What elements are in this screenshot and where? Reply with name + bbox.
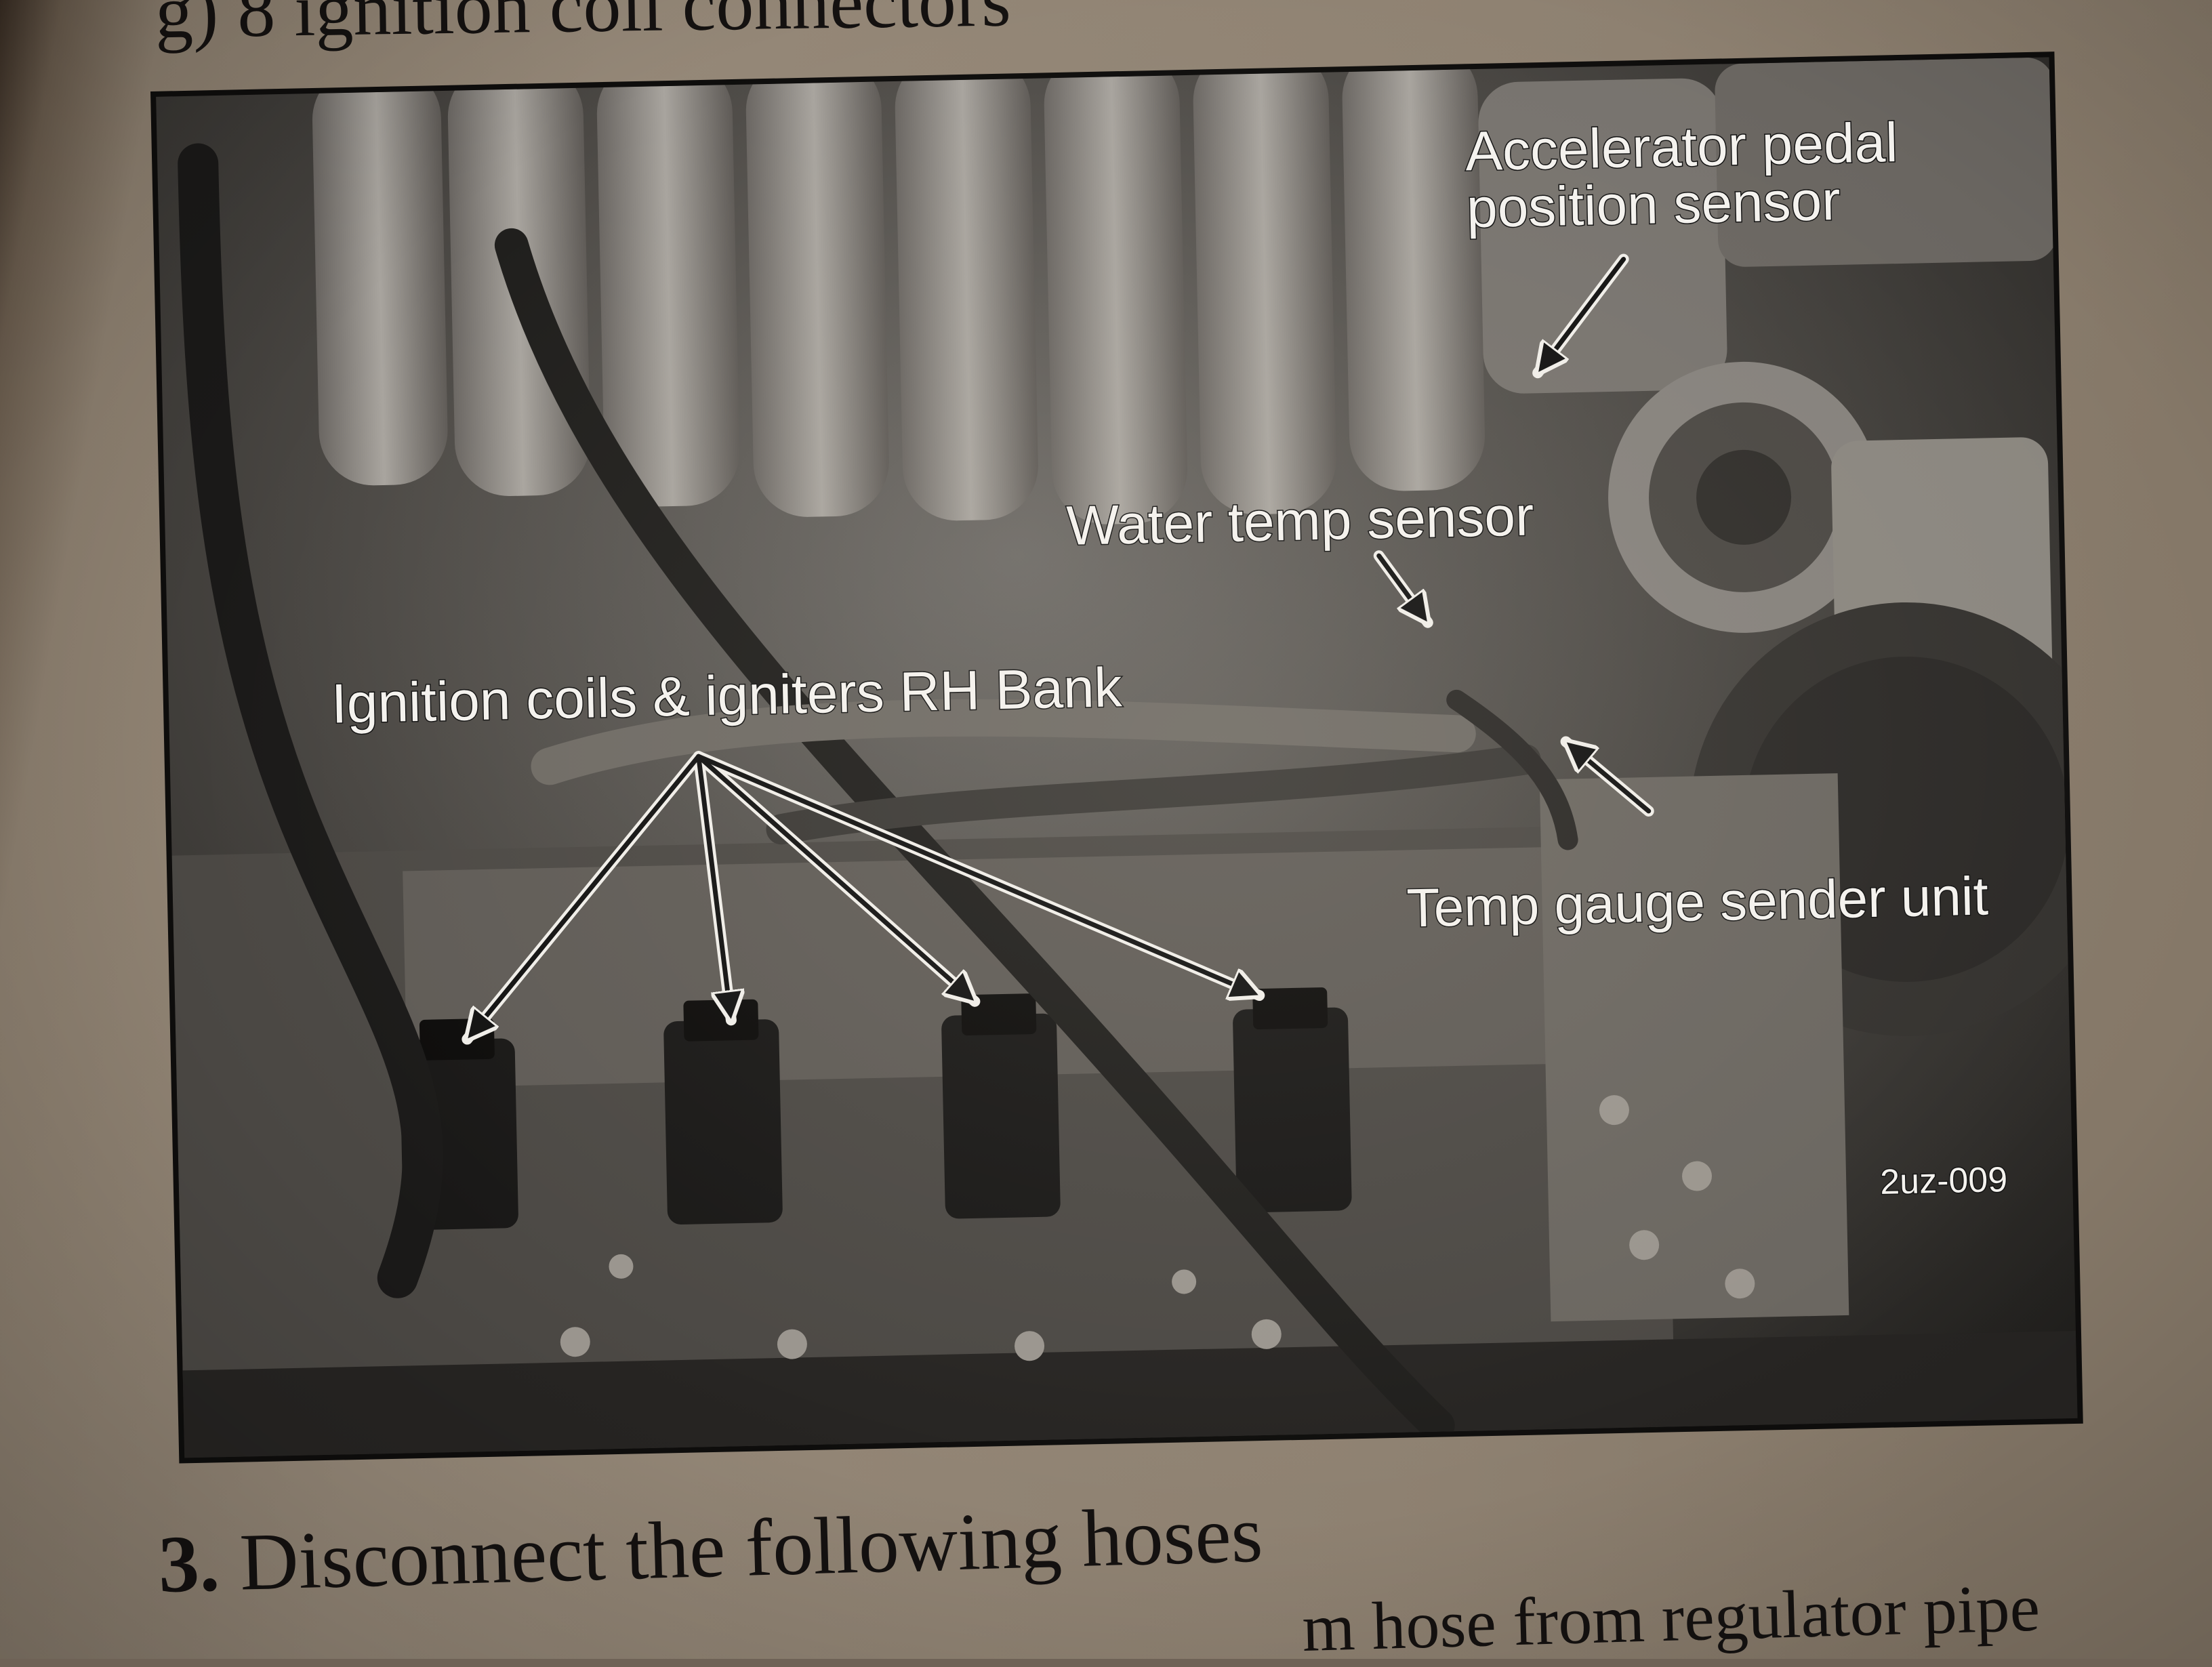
callout-temp-gauge-sender: Temp gauge sender unit xyxy=(1405,865,1990,939)
step-text: Disconnect the following hoses xyxy=(239,1488,1264,1607)
hoses-and-wiring xyxy=(178,143,1578,1443)
arrow-coil-2 xyxy=(696,754,731,1021)
callout-accelerator-pedal-sensor: Accelerator pedal position sensor xyxy=(1464,111,1900,241)
arrow-coil-1 xyxy=(462,754,701,1039)
step-heading: 3. Disconnect the following hoses xyxy=(157,1487,1264,1611)
engine-illustration xyxy=(171,57,2078,1458)
intake-manifold xyxy=(312,57,2057,524)
arrow-water-temp-sensor xyxy=(1376,553,1428,623)
callout-water-temp-sensor: Water temp sensor xyxy=(1065,485,1535,558)
callout-arrows xyxy=(462,253,1654,1039)
arrow-coil-4 xyxy=(696,754,1260,1007)
engine-photo: Accelerator pedal position sensor Water … xyxy=(156,57,2078,1458)
step-number: 3. xyxy=(157,1517,221,1609)
figure-code: 2uz-009 xyxy=(1879,1159,2009,1203)
callout-accelerator-line2: position sensor xyxy=(1465,169,1842,241)
engine-photo-frame: Accelerator pedal position sensor Water … xyxy=(150,52,2083,1464)
bolts xyxy=(560,1095,1755,1361)
arrow-accelerator-sensor xyxy=(1536,257,1626,373)
arrow-temp-gauge-sender xyxy=(1566,740,1652,814)
section-heading: g) 8 ignition coil connectors xyxy=(155,0,1012,54)
partial-text-line: m hose from regulator pipe xyxy=(1301,1569,2041,1666)
arrow-coil-3 xyxy=(696,754,975,1007)
